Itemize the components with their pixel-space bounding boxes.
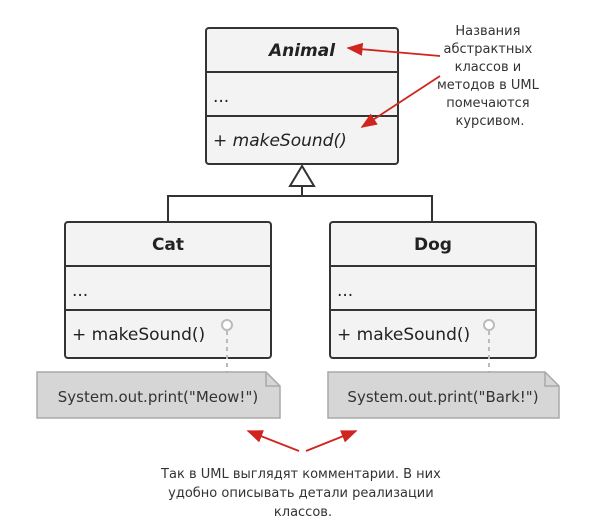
arrow-to-animal-name [346,42,441,57]
comment-annotation: Так в UML выглядят комментарии. В них уд… [160,467,445,520]
note-cat-text: System.out.print("Meow!") [58,388,258,406]
class-dog-fields: ... [337,281,353,301]
italic-annotation-line: помечаются [446,96,529,111]
class-dog-name: Dog [414,235,452,255]
class-dog[interactable]: Dog ... + makeSound() [329,221,537,359]
italic-annotation: Названия абстрактных классов и методов в… [437,24,543,129]
inheritance-lines [167,186,433,222]
comment-annotation-line: Так в UML выглядят комментарии. В них [160,467,441,482]
arrow-to-dog-note [305,430,358,452]
class-cat-fields: ... [72,281,88,301]
italic-annotation-line: курсивом. [456,114,525,129]
comment-annotation-line: классов. [274,505,332,520]
comment-annotation-line: удобно описывать детали реализации [168,486,434,501]
class-dog-method: + makeSound() [337,325,470,345]
class-cat-method: + makeSound() [72,325,205,345]
arrow-to-animal-method [360,75,441,128]
class-animal-method: + makeSound() [213,131,347,151]
italic-annotation-line: абстрактных [444,42,533,57]
italic-annotation-line: Названия [455,24,520,39]
note-dog-text: System.out.print("Bark!") [347,388,538,406]
class-animal-name: Animal [267,41,336,61]
dog-note-anchor [483,319,495,331]
arrow-to-cat-note [246,430,300,452]
italic-annotation-line: методов в UML [437,78,540,93]
class-cat[interactable]: Cat ... + makeSound() [64,221,272,359]
class-cat-name: Cat [152,235,184,255]
inheritance-arrowhead [288,164,316,187]
class-animal[interactable]: Animal ... + makeSound() [205,27,399,165]
italic-annotation-line: классов и [455,60,522,75]
note-cat[interactable]: System.out.print("Meow!") [36,371,281,419]
cat-note-anchor [221,319,233,331]
note-dog[interactable]: System.out.print("Bark!") [327,371,560,419]
class-animal-fields: ... [213,87,229,107]
